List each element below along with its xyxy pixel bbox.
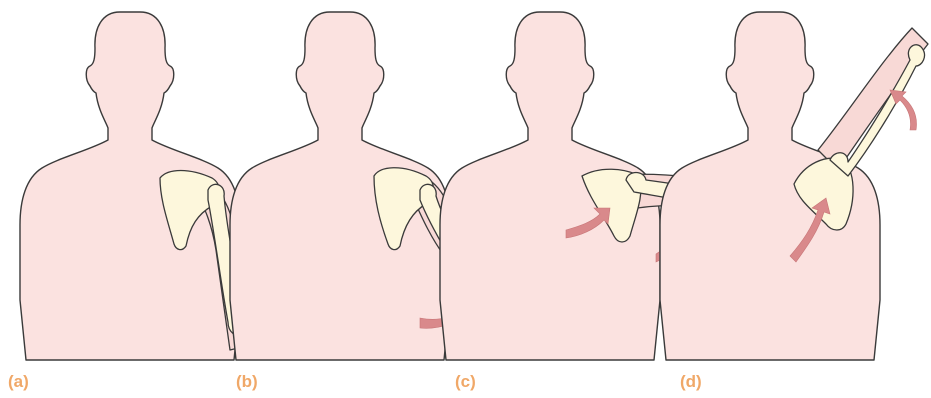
- panel-d-figure: [660, 12, 928, 360]
- rotation-arrow-d2: [890, 90, 916, 130]
- panel-label-c: (c): [455, 372, 476, 392]
- panel-label-a: (a): [8, 372, 29, 392]
- panel-label-b: (b): [236, 372, 258, 392]
- panel-a-figure: [20, 12, 252, 360]
- panel-label-d: (d): [680, 372, 702, 392]
